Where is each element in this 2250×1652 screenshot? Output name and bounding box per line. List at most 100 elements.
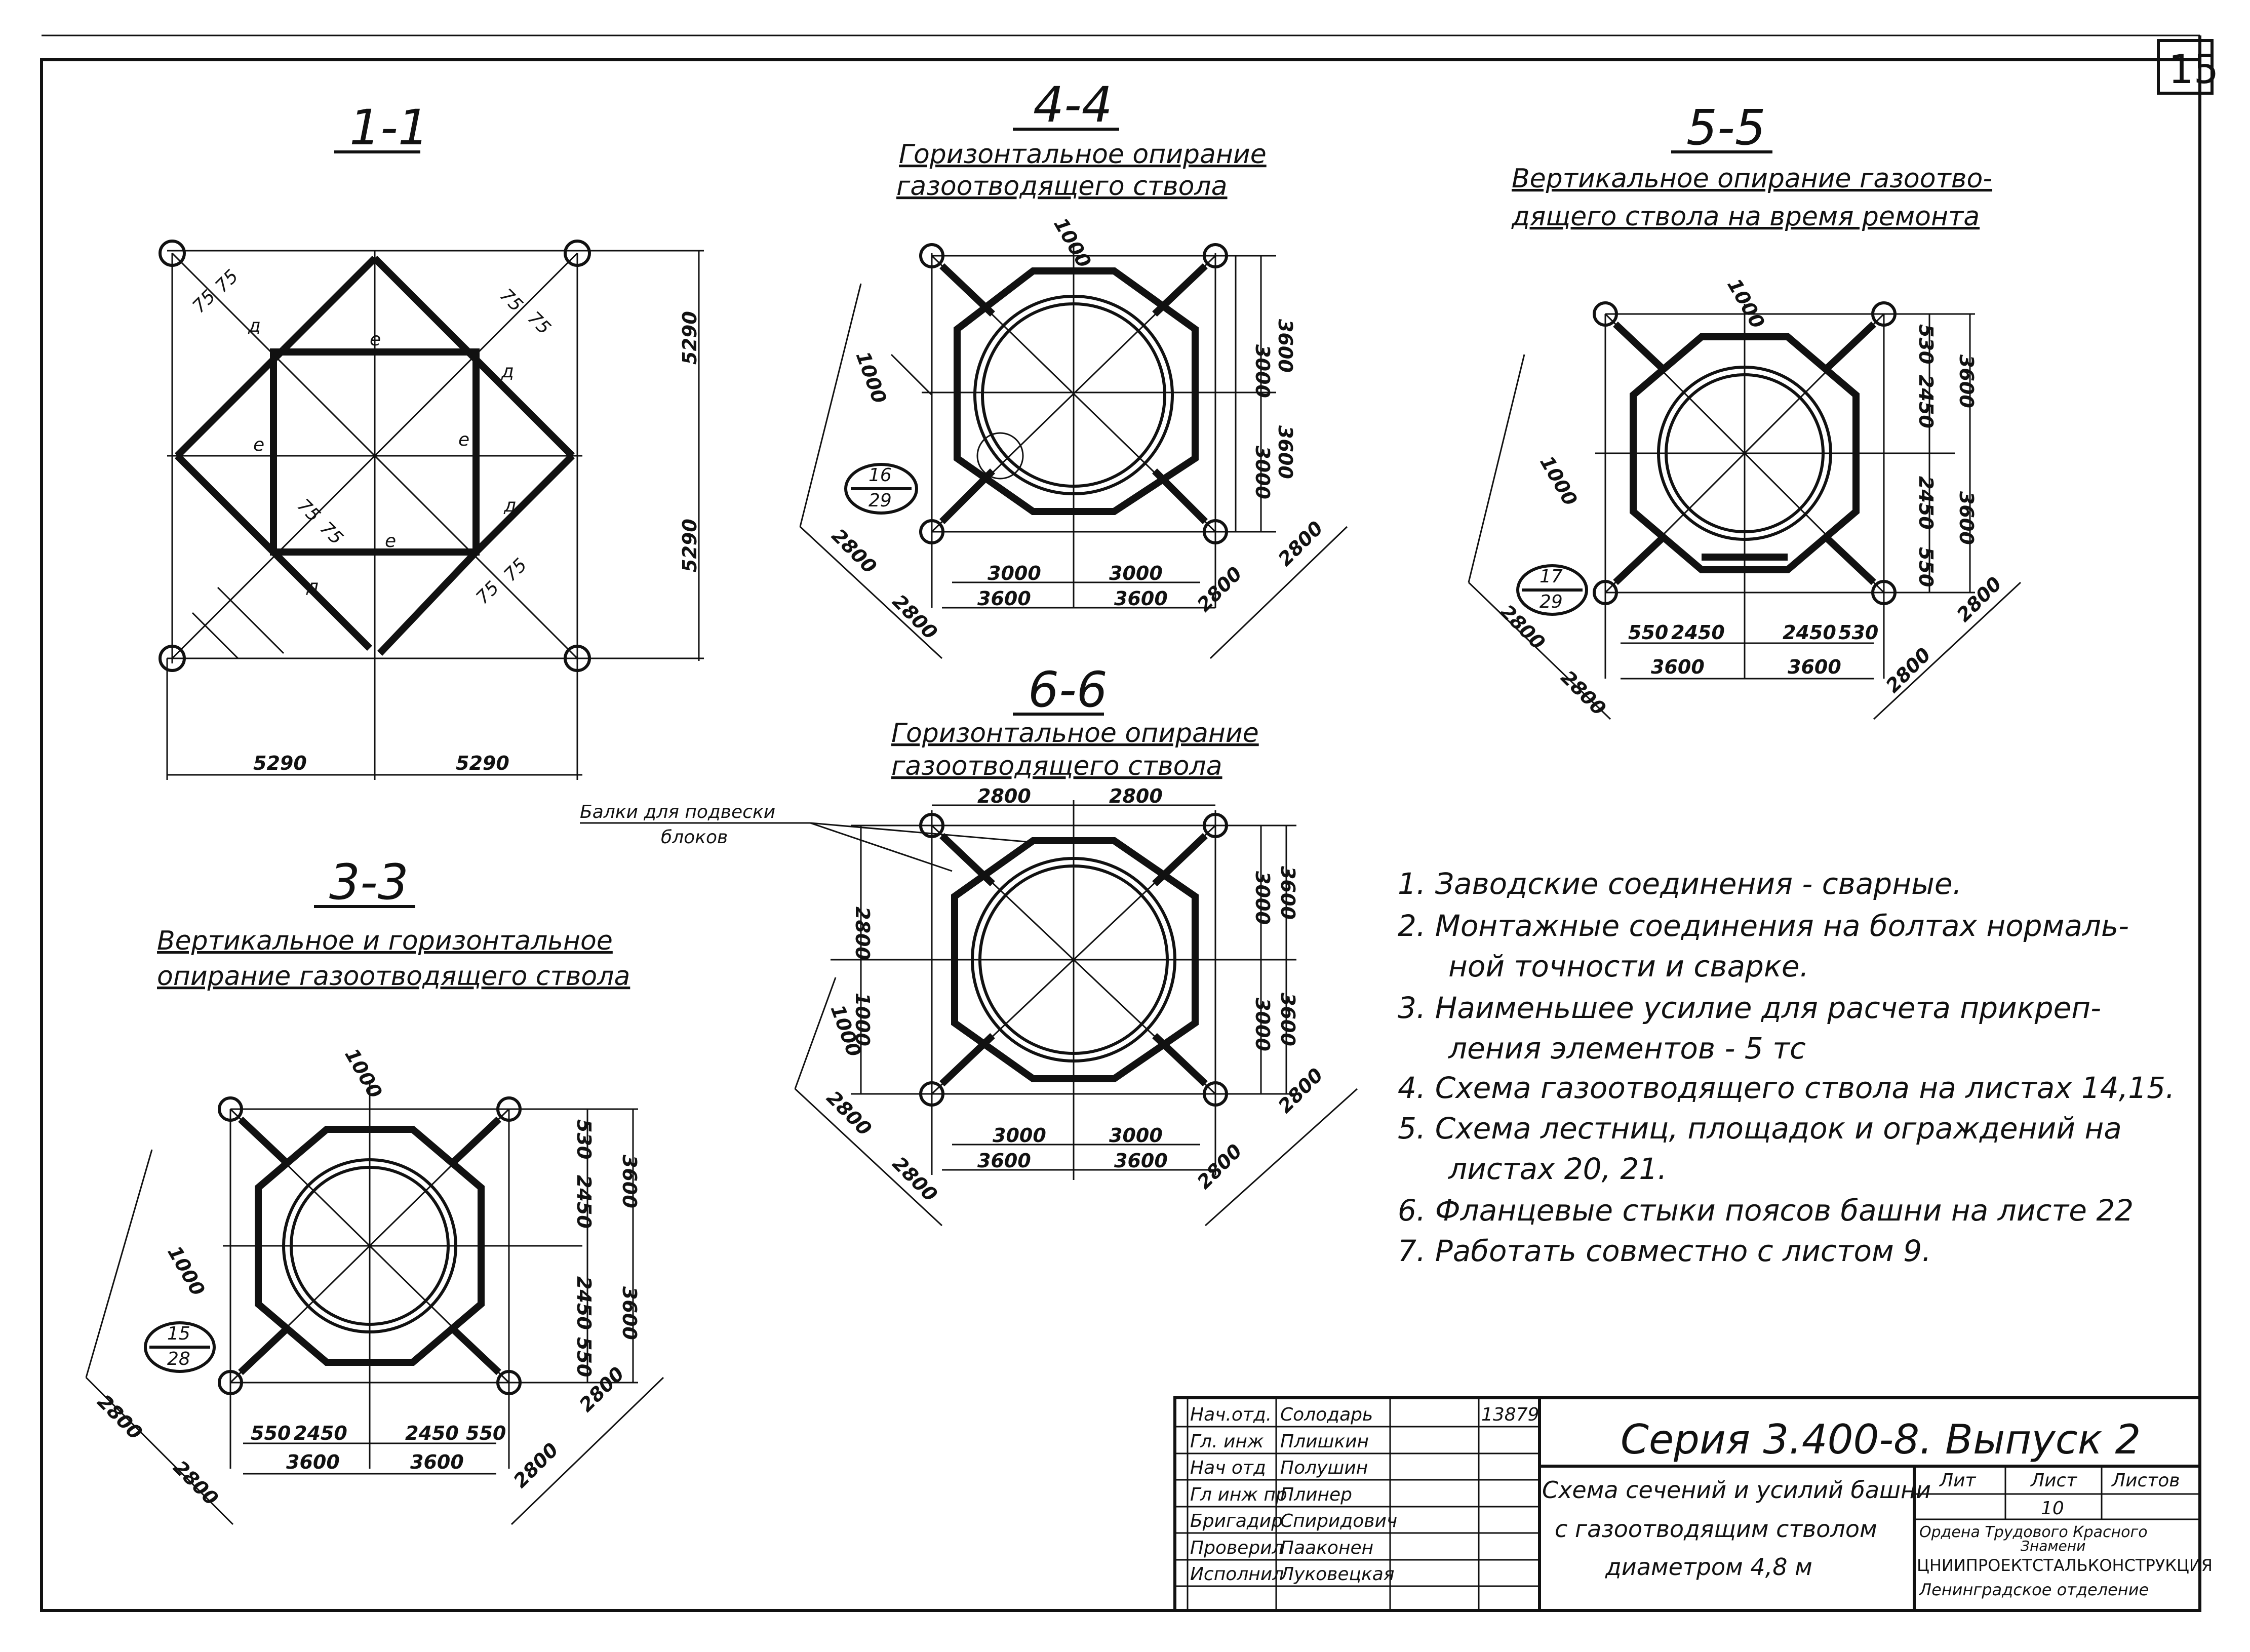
sheet-number: 15 [2168, 47, 2219, 93]
title-block: Нач.отд. Гл. инж Нач отд Гл инж пр Брига… [1173, 1396, 2213, 1612]
svg-text:2800: 2800 [93, 1390, 147, 1444]
svg-text:550: 550 [251, 1422, 291, 1444]
svg-text:2800: 2800 [977, 785, 1031, 807]
note-6: 6. Фланцевые стыки поясов башни на листе… [1398, 1193, 2134, 1228]
svg-text:Нач.отд.: Нач.отд. [1190, 1404, 1272, 1425]
svg-text:1000: 1000 [1723, 275, 1769, 333]
svg-text:Лит: Лит [1939, 1470, 1976, 1491]
dimensions: 2800 2800 2800 3000 3600 1000 1000 3000 … [822, 785, 1328, 1206]
svg-text:1000: 1000 [852, 348, 891, 406]
section-6-6-subtitle-2: газоотводящего ствола [891, 751, 1222, 781]
svg-text:ЦНИИПРОЕКТСТАЛЬКОНСТРУКЦИЯ: ЦНИИПРОЕКТСТАЛЬКОНСТРУКЦИЯ [1917, 1556, 2213, 1575]
svg-text:3600: 3600 [1955, 355, 1978, 408]
section-6-6: 6-6 Горизонтальное опирание газоотводяще… [580, 661, 1358, 1227]
svg-text:530: 530 [1838, 621, 1878, 644]
svg-text:5290: 5290 [679, 519, 701, 572]
svg-text:Знамени: Знамени [2021, 1538, 2085, 1554]
svg-text:3600: 3600 [618, 1155, 641, 1208]
svg-text:3600: 3600 [1274, 425, 1296, 479]
svg-text:530: 530 [1915, 324, 1937, 364]
svg-text:Нач отд: Нач отд [1190, 1458, 1266, 1478]
svg-text:3000: 3000 [993, 1124, 1046, 1147]
section-3-3-title: 3-3 [329, 854, 409, 911]
svg-text:3600: 3600 [1114, 587, 1168, 610]
note-7: 7. Работать совместно с листом 9. [1398, 1234, 1931, 1268]
section-5-5-subtitle-2: дящего ствола на время ремонта [1511, 202, 1980, 232]
svg-text:Плинер: Плинер [1280, 1484, 1352, 1505]
svg-text:2800: 2800 [1274, 1064, 1327, 1117]
svg-text:2450: 2450 [1915, 375, 1937, 428]
svg-text:3000: 3000 [1251, 871, 1274, 925]
svg-text:2800: 2800 [888, 1152, 942, 1206]
svg-text:2800: 2800 [1274, 517, 1327, 570]
svg-text:Полушин: Полушин [1280, 1458, 1368, 1478]
note-3-cont: ления элементов - 5 тс [1448, 1031, 1806, 1066]
svg-text:е: е [253, 435, 264, 455]
svg-text:75: 75 [472, 577, 503, 608]
svg-text:75: 75 [188, 286, 219, 317]
svg-text:3600: 3600 [1277, 993, 1299, 1046]
member-labels: д д д д е е е е 75 75 75 75 75 75 75 75 [188, 266, 555, 608]
svg-text:28: 28 [167, 1349, 190, 1369]
svg-text:15: 15 [167, 1323, 190, 1344]
svg-text:Лист: Лист [2030, 1470, 2077, 1491]
svg-text:2450: 2450 [294, 1422, 347, 1444]
svg-text:Плишкин: Плишкин [1280, 1431, 1369, 1452]
note-4: 4. Схема газоотводящего ствола на листах… [1398, 1071, 2175, 1105]
svg-text:1000: 1000 [1049, 214, 1095, 272]
svg-text:1000: 1000 [163, 1242, 209, 1300]
section-5-5-title: 5-5 [1686, 99, 1766, 156]
svg-text:1000: 1000 [851, 993, 874, 1046]
svg-text:3000: 3000 [1251, 344, 1274, 398]
svg-text:550: 550 [573, 1337, 595, 1377]
drawing-description-2: с газоотводящим стволом [1555, 1515, 1877, 1543]
section-5-5-subtitle-1: Вертикальное опирание газоотво- [1512, 164, 1992, 194]
svg-text:29: 29 [1540, 592, 1563, 612]
svg-text:2800: 2800 [1952, 572, 2006, 626]
svg-text:2800: 2800 [1193, 1139, 1246, 1193]
svg-text:2800: 2800 [827, 524, 881, 578]
svg-text:3600: 3600 [977, 1150, 1031, 1172]
svg-text:2800: 2800 [851, 907, 874, 960]
svg-text:д: д [306, 576, 319, 597]
svg-text:д: д [248, 316, 261, 336]
svg-text:1000: 1000 [1535, 452, 1582, 510]
svg-text:2450: 2450 [573, 1175, 595, 1229]
svg-text:2450: 2450 [1671, 621, 1725, 644]
svg-text:3600: 3600 [977, 587, 1031, 610]
svg-text:2450: 2450 [405, 1422, 459, 1444]
svg-text:д: д [503, 495, 517, 516]
dimensions: 5290 5290 5290 5290 [253, 311, 701, 774]
svg-text:3600: 3600 [1651, 656, 1705, 678]
section-1-1: 1-1 [159, 99, 704, 780]
note-1: 1. Заводские соединения - сварные. [1398, 867, 1962, 901]
beam-note-2: блоков [661, 827, 728, 848]
beam-note-1: Балки для подвески [580, 802, 775, 822]
svg-text:е: е [370, 329, 381, 350]
svg-text:13879: 13879 [1481, 1404, 1540, 1425]
svg-text:3600: 3600 [410, 1451, 464, 1473]
svg-text:2450: 2450 [1915, 476, 1937, 530]
callout-15-28: 15 28 [144, 1321, 216, 1373]
svg-text:Проверил: Проверил [1190, 1538, 1284, 1558]
note-5: 5. Схема лестниц, площадок и ограждений … [1398, 1111, 2122, 1146]
svg-text:3000: 3000 [1109, 562, 1163, 584]
svg-text:2800: 2800 [169, 1456, 223, 1510]
svg-text:Пааконен: Пааконен [1280, 1538, 1373, 1558]
svg-text:75: 75 [524, 307, 555, 338]
section-4-4-subtitle-1: Горизонтальное опирание [899, 139, 1267, 170]
svg-text:3600: 3600 [1955, 491, 1978, 545]
svg-text:д: д [501, 361, 514, 382]
svg-text:Спиридович: Спиридович [1280, 1511, 1397, 1531]
svg-text:Гл. инж: Гл. инж [1190, 1431, 1264, 1452]
dimensions: 1000 1000 530 2450 3600 2450 3600 550 28… [93, 1045, 641, 1510]
general-notes: 1. Заводские соединения - сварные. 2. Мо… [1398, 867, 2175, 1268]
svg-text:Солодарь: Солодарь [1280, 1404, 1373, 1425]
svg-text:Гл инж пр: Гл инж пр [1190, 1484, 1287, 1505]
svg-text:Исполнил: Исполнил [1190, 1564, 1284, 1585]
svg-text:550: 550 [1628, 621, 1668, 644]
svg-text:Ленинградское отделение: Ленинградское отделение [1919, 1580, 2149, 1599]
svg-text:2800: 2800 [509, 1438, 563, 1492]
svg-text:75: 75 [500, 555, 531, 585]
